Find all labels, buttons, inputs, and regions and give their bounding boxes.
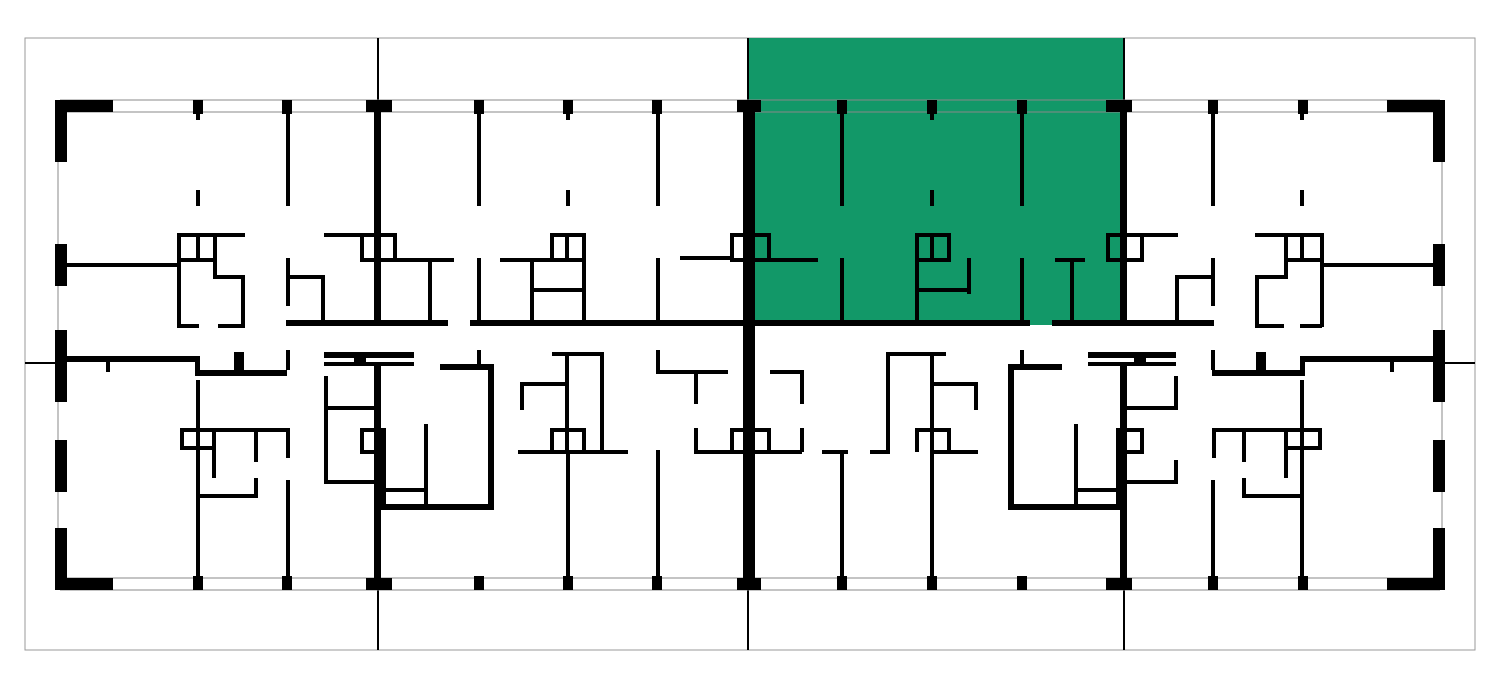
structural-walls xyxy=(55,100,1444,590)
lower-partitions xyxy=(106,350,1394,576)
upper-partitions xyxy=(177,112,1324,328)
highlighted-unit[interactable] xyxy=(749,38,1124,325)
module-grid-lines xyxy=(25,38,1475,650)
exterior-walls xyxy=(55,100,1445,590)
